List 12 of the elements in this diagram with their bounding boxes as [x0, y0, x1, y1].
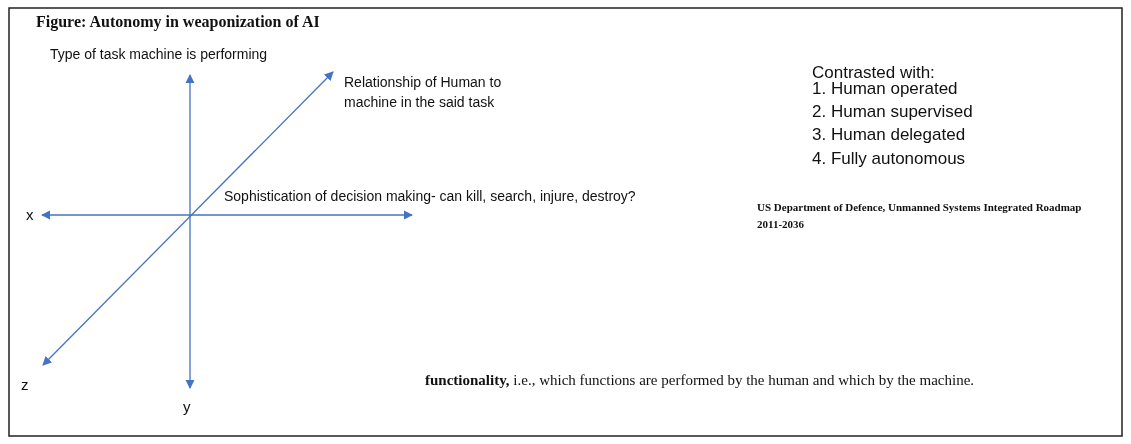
figure-title: Figure: Autonomy in weaponization of AI — [36, 12, 320, 32]
axis-label: Sophistication of decision making- can kill, search, injure, destroy? — [224, 188, 636, 206]
citation-text: US Department of Defence, Unmanned Systems Integrated Roadmap 2011-2036 — [757, 200, 1083, 232]
axis-letter: y — [183, 398, 191, 417]
list-item: 3. Human delegated — [812, 124, 966, 146]
axis-letter: z — [21, 376, 29, 395]
axis-letter: x — [26, 206, 34, 225]
axis-label: Relationship of Human to machine in the said task — [344, 73, 503, 112]
list-item: 2. Human supervised — [812, 101, 973, 123]
note-text: functionality, i.e., which functions are performed by the human and which by the machine. — [425, 371, 976, 390]
list-item: 4. Fully autonomous — [812, 148, 966, 170]
axis-label: Type of task machine is performing — [50, 46, 268, 64]
